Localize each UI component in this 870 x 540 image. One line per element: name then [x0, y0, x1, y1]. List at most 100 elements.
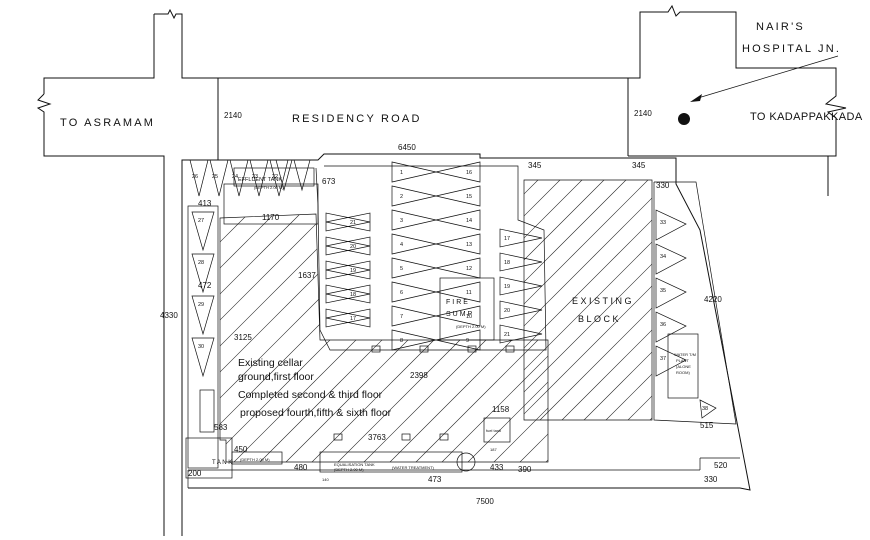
parking-bay: 20: [499, 300, 543, 320]
bay-number: 37: [660, 356, 666, 362]
bay-number: 34: [660, 254, 666, 260]
parking-bay: 18: [325, 284, 371, 304]
bay-number: 3: [400, 218, 403, 224]
parking-bay: 19: [325, 260, 371, 280]
parking-bay: 38: [699, 399, 717, 419]
dim-473: 473: [428, 475, 442, 484]
dim-4330: 4330: [160, 311, 178, 320]
note-existing-floors: Existing cellar: [238, 357, 303, 369]
water-plant-label-4: ROOM): [676, 370, 690, 375]
parking-bay: 5: [391, 257, 437, 279]
bay-number: 4: [400, 242, 403, 248]
equalisation-tank-depth: (DEPTH 2.00 M): [334, 467, 364, 472]
dim-583: 583: [214, 423, 228, 432]
parking-bay: [325, 236, 371, 256]
left-parking-strip: [185, 167, 699, 479]
dim-330-bottom: 330: [704, 475, 718, 484]
parking-bay: 21: [325, 212, 371, 232]
dim-450: 450: [234, 445, 248, 454]
parking-bay: 8: [391, 329, 437, 351]
dim-413: 413: [198, 199, 212, 208]
dim-390: 390: [518, 465, 532, 474]
dim-1158: 1158: [492, 405, 510, 414]
dim-3125: 3125: [234, 333, 252, 342]
bay-number: 18: [504, 260, 510, 266]
east-wedge: [653, 181, 737, 425]
water-plant-label-3: (ALONE: [676, 364, 691, 369]
parking-bay: 35: [655, 277, 687, 309]
bay-number: 33: [660, 220, 666, 226]
bay-number: 15: [466, 194, 472, 200]
parking-bay: 36: [655, 311, 687, 343]
sump-depth: (DEPTH 2.00 M): [456, 324, 486, 329]
parking-bay: 27: [191, 211, 215, 252]
bay-number: 38: [702, 406, 708, 412]
landmark-line-2: HOSPITAL JN.: [742, 43, 841, 55]
bay-number: 19: [504, 284, 510, 290]
parking-bay: 2: [391, 185, 437, 207]
parking-bay: 7: [391, 305, 437, 327]
parking-bay: 6: [391, 281, 437, 303]
bay-number: 12: [466, 266, 472, 272]
bay-number: 6: [400, 290, 403, 296]
dim-2398: 2398: [410, 371, 428, 380]
parking-bay: [293, 159, 311, 192]
bay-number: 16: [466, 170, 472, 176]
parking-bay: 29: [191, 295, 215, 336]
effluent-tank-depth: (DEPTH 2.00 M): [254, 185, 284, 190]
dim-480: 480: [294, 463, 308, 472]
dim-road-width-left: 2140: [224, 111, 242, 120]
parking-bay: 17: [325, 308, 371, 328]
parking-bay: 17: [499, 228, 543, 248]
bay-number: 9: [466, 338, 469, 344]
parking-bay: [325, 308, 371, 328]
parking-bay: 3: [391, 209, 437, 231]
bay-number: 14: [466, 218, 472, 224]
bay-number: 21: [504, 332, 510, 338]
water-plant-label-2: PLANT: [676, 358, 689, 363]
bay-number: 2: [400, 194, 403, 200]
dim-515: 515: [700, 421, 714, 430]
parking-bay: 14: [435, 209, 481, 231]
bay-number: 17: [350, 316, 356, 322]
parking-bay: 37: [655, 345, 687, 377]
dim-200: 200: [188, 469, 202, 478]
equalisation-tank-label: EQUALISATION TANK: [334, 462, 375, 467]
parking-bay: 26: [189, 159, 209, 197]
plot-boundary: [181, 153, 751, 536]
bay-number: 25: [212, 174, 218, 180]
bay-number: 30: [198, 344, 204, 350]
parking-bay: 12: [435, 257, 481, 279]
dim-7500: 7500: [476, 497, 494, 506]
parking-bay: [325, 284, 371, 304]
road-label-residency: RESIDENCY ROAD: [292, 113, 422, 125]
effluent-tank-label: EFFLUENT TANK: [238, 177, 282, 183]
dim-345-b: 345: [632, 161, 646, 170]
dim-road-width-right: 2140: [634, 109, 652, 118]
bay-number: 20: [350, 244, 356, 250]
note-proposed-floors: proposed fourth,fifth & sixth floor: [240, 407, 392, 419]
fire-label: FIRE: [446, 299, 470, 306]
landmark-line-1: NAIR'S: [756, 21, 805, 33]
parking-bay: 30: [191, 337, 215, 378]
existing-block-label-1: EXISTING: [572, 296, 634, 306]
parking-bay: 10: [435, 305, 481, 327]
existing-block-label-2: BLOCK: [578, 314, 621, 324]
parking-bays: 1234567816151413121110921201918171718192…: [189, 159, 717, 419]
parking-bay: 25: [209, 159, 229, 197]
bay-number: 18: [350, 292, 356, 298]
parking-bay: 11: [435, 281, 481, 303]
parking-bay: 28: [191, 253, 215, 294]
parking-bay: 18: [499, 252, 543, 272]
dim-330-top: 330: [656, 181, 670, 190]
bay-number: 1: [400, 170, 403, 176]
parking-bay: 9: [435, 329, 481, 351]
fuel-tank-label: fuel tank: [486, 428, 501, 433]
label-140: 140: [322, 477, 329, 482]
bay-number: 29: [198, 302, 204, 308]
parking-bay: 4: [391, 233, 437, 255]
label-187: 187: [490, 447, 497, 452]
parking-bay: 16: [435, 161, 481, 183]
parking-bay: 34: [655, 243, 687, 275]
